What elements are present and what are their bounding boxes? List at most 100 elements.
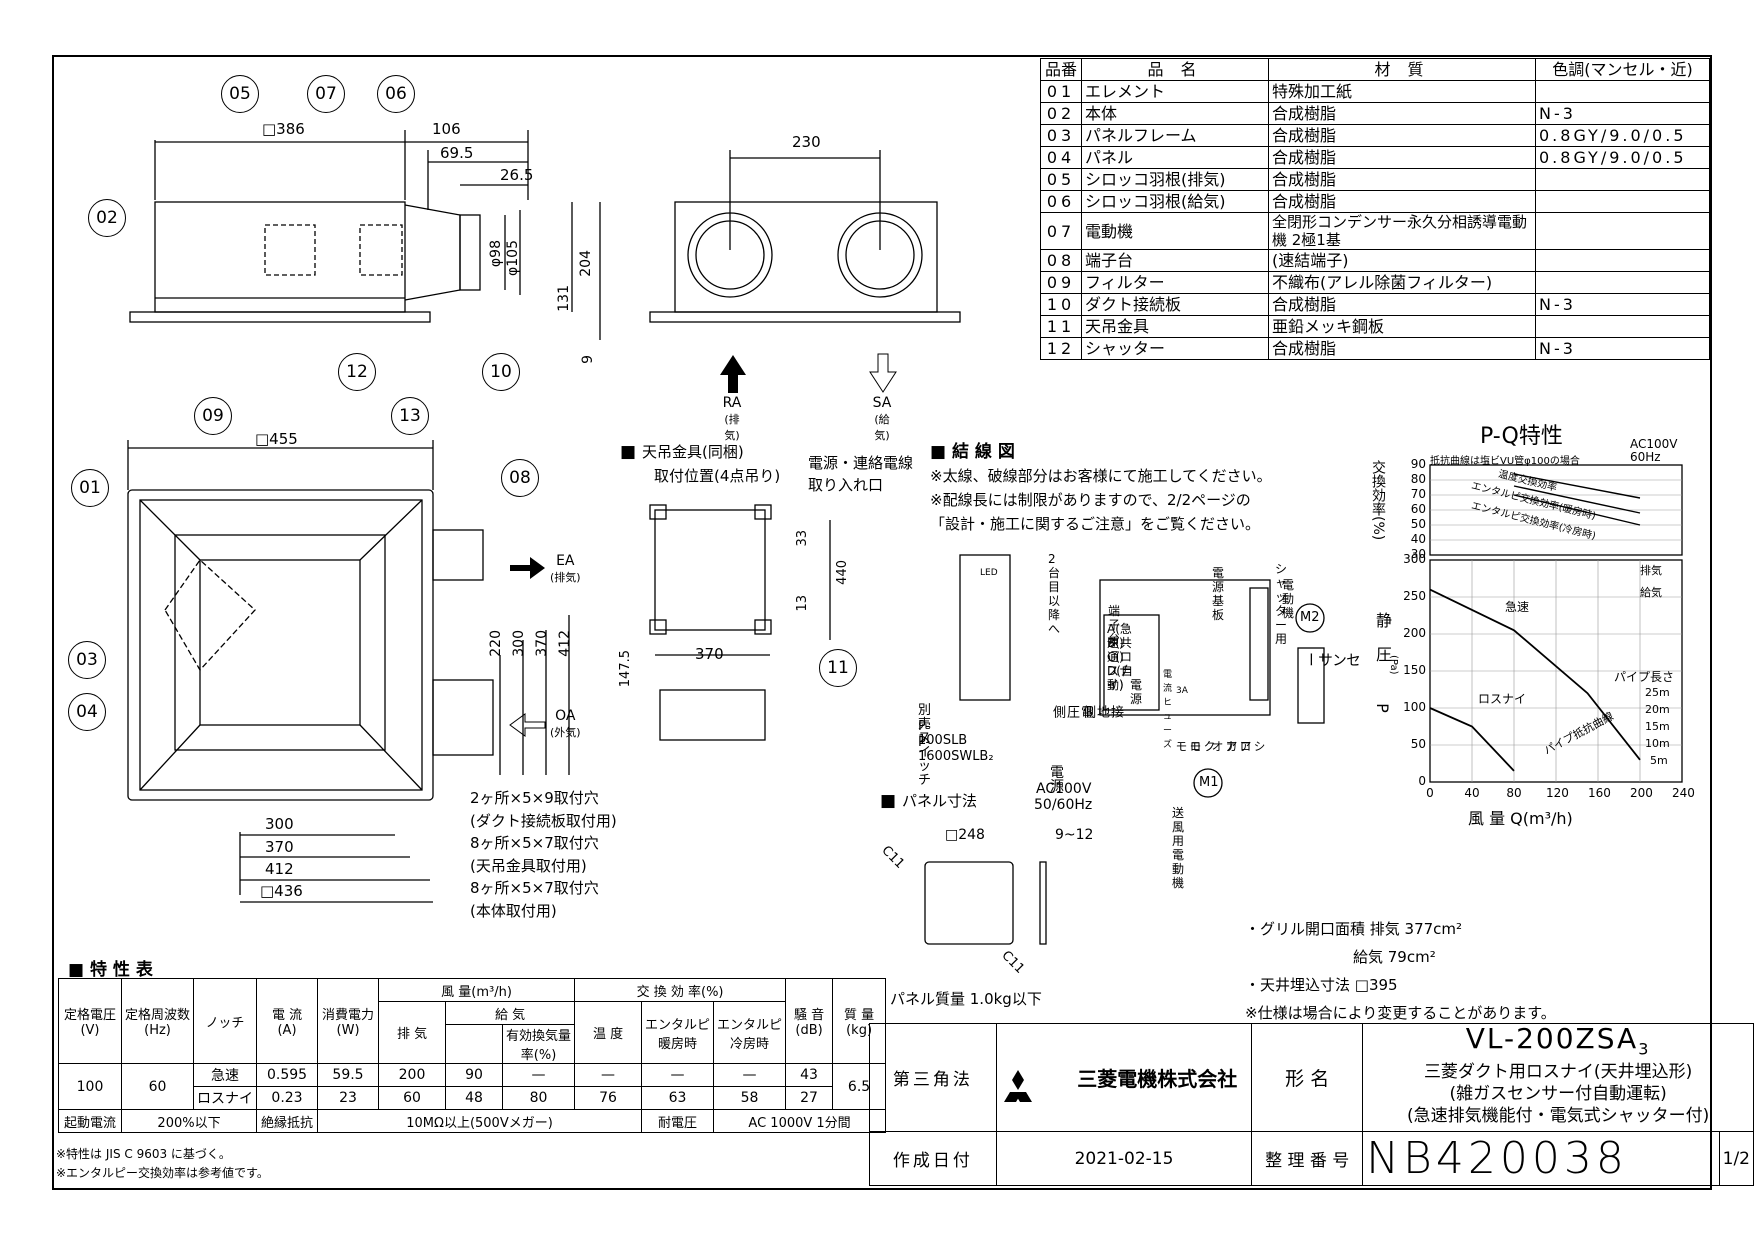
pq-x-tick: 80 xyxy=(1506,786,1522,800)
tb-projection: 第三角法 xyxy=(869,1023,997,1132)
spec-cell-temp: 76 xyxy=(574,1086,643,1110)
spec-cell-eff: 80 xyxy=(502,1086,576,1110)
w-motor: 送風用電動機 xyxy=(1172,806,1185,890)
hole-note-4: (天吊金具取付用) xyxy=(470,856,587,875)
spec-h-hz-u: (Hz) xyxy=(144,1023,171,1038)
spec-cell-hz: 60 xyxy=(120,1063,195,1110)
spec-h-pw: 消費電力 xyxy=(322,1008,375,1023)
spec-cell-pw: 59.5 xyxy=(317,1063,380,1087)
parts-cell-color: 0.8GY/9.0/0.5 xyxy=(1535,146,1710,169)
ra-arrow-icon xyxy=(720,355,746,393)
pq-x-tick: 200 xyxy=(1630,786,1653,800)
tb-desc-1: 三菱ダクト用ロスナイ(天井埋込形) xyxy=(1423,1061,1693,1082)
parts-cell-no: 07 xyxy=(1040,212,1082,250)
spec-cell-eh: 63 xyxy=(641,1086,715,1110)
panel-title: パネル寸法 xyxy=(901,792,977,810)
pq-note: 抵抗曲線は塩ビVU管φ100の場合 xyxy=(1430,456,1580,467)
w-m2: M2 xyxy=(1300,610,1320,625)
dim-300h: 300 xyxy=(265,815,294,833)
spec-h-temp: 温 度 xyxy=(574,1001,643,1064)
dim-106: 106 xyxy=(432,120,461,138)
w-m1: M1 xyxy=(1199,775,1219,790)
pq-y-tick: 250 xyxy=(1403,589,1426,603)
spec-cell-ex: 200 xyxy=(378,1063,447,1087)
spec-h-noise: 騒 音 xyxy=(793,1008,825,1023)
pq-pipe-5: 5m xyxy=(1650,754,1668,767)
tb-date: 2021-02-15 xyxy=(995,1131,1253,1186)
dim-230: 230 xyxy=(792,133,821,151)
parts-header-name: 品 名 xyxy=(1081,58,1269,81)
spec-cell-v: 100 xyxy=(58,1063,122,1110)
parts-cell-name: シロッコ羽根(給気) xyxy=(1081,190,1269,213)
pq-x-tick: 0 xyxy=(1426,786,1434,800)
eff-y-tick: 80 xyxy=(1410,472,1426,486)
parts-cell-name: シャッター xyxy=(1081,337,1269,360)
parts-cell-name: フィルター xyxy=(1081,271,1269,294)
pq-curve-kyuso: 急速 xyxy=(1505,600,1530,614)
callout-circle: 12 xyxy=(338,353,376,391)
callout-circle: 08 xyxy=(501,459,539,497)
w-sw2: P-1600SWLB₂ xyxy=(918,735,994,764)
cable-label: 電源・連絡電線 xyxy=(808,454,914,472)
w-fuse: 電流ヒューズ xyxy=(1163,670,1173,750)
parts-cell-material: 合成樹脂 xyxy=(1268,146,1536,169)
hanger-title: 天吊金具(同梱) xyxy=(641,443,744,461)
parts-header-row: 品番 品 名 材 質 色調(マンセル・近) xyxy=(1040,58,1710,81)
dim-412h: 412 xyxy=(265,860,294,878)
spec-cell-eff: — xyxy=(502,1063,576,1087)
dim-204: 204 xyxy=(578,250,594,277)
parts-cell-material: 全閉形コンデンサー永久分相誘導電動機 2極1基 xyxy=(1268,212,1536,250)
spec-cell-sup: 90 xyxy=(445,1063,504,1087)
callout-circle: 07 xyxy=(307,75,345,113)
pq-xlabel: 風 量 Q(m³/h) xyxy=(1468,809,1573,828)
pq-pipe-10: 10m xyxy=(1645,737,1670,750)
w-terminal: 端子台 xyxy=(1108,604,1121,646)
parts-cell-material: 合成樹脂 xyxy=(1268,337,1536,360)
hole-note-3: 8ヶ所×5×7取付穴 xyxy=(470,834,599,852)
pq-y-tick: 200 xyxy=(1403,626,1426,640)
dim-9-12: 9~12 xyxy=(1055,827,1094,843)
dim-33: 33 xyxy=(795,530,810,547)
w-tb: B(共通) xyxy=(1107,636,1132,664)
w-src: 源 xyxy=(1130,692,1143,706)
spec-f-start: 起動電流 xyxy=(58,1109,122,1133)
parts-cell-no: 01 xyxy=(1040,80,1082,103)
dim-131: 131 xyxy=(556,285,572,312)
spec-h-ent-c: エンタルピ xyxy=(717,1017,783,1033)
eff-series-line-0 xyxy=(1513,473,1641,499)
sa-arrow-icon xyxy=(869,353,897,393)
spec-f-ins: 絶縁抵抗 xyxy=(256,1109,319,1133)
cable-label2: 取り入れ口 xyxy=(808,476,884,494)
eff-series-line-1 xyxy=(1513,485,1641,514)
spec-h-eff: 有効換気量 xyxy=(506,1029,572,1044)
callout-circle: 03 xyxy=(68,641,106,679)
dim-440: 440 xyxy=(835,560,850,585)
spec-h-ent-c2: 冷房時 xyxy=(730,1036,770,1052)
spec-cell-ec: — xyxy=(713,1063,787,1087)
pq-y-tick: 300 xyxy=(1403,552,1426,566)
dim-386: □386 xyxy=(262,120,305,138)
parts-cell-color xyxy=(1535,212,1710,250)
parts-cell-name: エレメント xyxy=(1081,80,1269,103)
sa-label: SA xyxy=(872,395,892,411)
grille-line-4: ※仕様は場合により変更することがあります。 xyxy=(1245,1004,1556,1022)
parts-cell-name: 本体 xyxy=(1081,102,1269,125)
callout-circle: 05 xyxy=(221,75,259,113)
ra-sub: (排気) xyxy=(724,413,740,442)
eff-y-tick: 30 xyxy=(1410,547,1426,561)
pq-series-line-0 xyxy=(1429,588,1641,761)
pq-curve-lossnay: ロスナイ xyxy=(1478,692,1527,706)
spec-h-v-u: (V) xyxy=(80,1023,100,1038)
dim-436h: □436 xyxy=(260,882,303,900)
w-sw1: P-100SLB xyxy=(918,719,968,748)
eff-y-tick: 60 xyxy=(1410,502,1426,516)
parts-cell-color: N-3 xyxy=(1535,293,1710,316)
spec-h-hz: 定格周波数 xyxy=(125,1008,191,1023)
oa-arrow-icon xyxy=(509,713,546,737)
